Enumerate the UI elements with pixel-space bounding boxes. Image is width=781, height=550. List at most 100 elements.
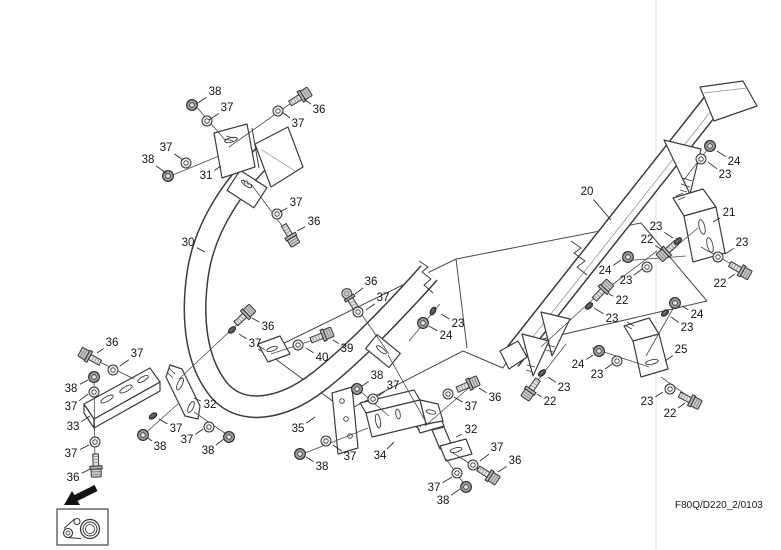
figure-code: F80Q/D220_2/0103 [675,500,763,511]
spacer-washer-icon [428,305,438,317]
callout-leader-line [593,199,612,221]
bolt-icon [76,345,104,369]
part-31-bracket [213,123,260,179]
callout-label: 37 [65,401,78,413]
assembly-axis-line [682,144,712,182]
washer-icon [89,436,101,448]
callout-leader-line [305,456,314,463]
callout-leader-line [303,98,312,105]
callout-label: 39 [341,343,354,355]
callout-label: 38 [209,86,222,98]
callout-leader-line [604,363,613,370]
callout-label: 37 [65,448,78,460]
callout-leader-line [716,150,726,157]
callout-label: 36 [308,216,321,228]
bolt-icon [589,277,616,304]
assembly-axis-line [299,427,369,456]
callout-leader-line [728,273,736,279]
callout-label: 22 [664,408,677,420]
callout-leader-line [586,354,594,360]
callout-leader-line [712,217,721,223]
callout-label: 23 [681,322,694,334]
callout-label: 36 [365,276,378,288]
bolt-icon [89,453,103,478]
callout-leader-line [155,165,167,174]
nut-icon [137,429,149,441]
callout-leader-line [681,305,689,311]
callout-leader-line [724,248,734,255]
part-33-mounting-plate [83,367,161,429]
callout-leader-line [670,316,680,323]
callout-label: 37 [465,401,478,413]
nut-icon [593,345,605,357]
part-25-bracket [623,317,669,378]
callout-label: 20 [581,186,594,198]
callout-label: 38 [316,461,329,473]
callout-label: 21 [723,207,736,219]
nut-icon [351,383,363,395]
part-20-support-bar [499,80,758,377]
callout-label: 38 [202,445,215,457]
callout-label: 37 [131,348,144,360]
callout-leader-line [386,441,395,450]
callout-leader-line [354,287,364,295]
washer-icon [611,355,623,367]
part-30-end-plate [254,126,304,188]
nut-icon [669,297,681,309]
callout-label: 37 [181,434,194,446]
callout-leader-line [147,437,153,442]
callout-label: 37 [221,102,234,114]
callout-leader-line [547,376,557,383]
callout-label: 36 [313,104,326,116]
callout-leader-line [664,232,674,239]
nut-icon [622,251,634,263]
callout-leader-line [158,418,168,425]
part-30-slot-plate [365,333,401,369]
callout-leader-line [453,396,463,403]
part-34-bracket [359,389,444,438]
callout-leader-line [296,226,306,232]
callout-leader-line [194,428,204,435]
callout-leader-line [79,444,90,450]
callout-label: 37 [160,142,173,154]
washer-icon [320,435,332,447]
callout-leader-line [536,393,542,398]
callout-leader-line [281,111,291,119]
callout-label: 33 [67,421,80,433]
washer-icon [107,364,119,376]
callout-label: 38 [154,441,167,453]
callout-label: 24 [691,309,704,321]
callout-label: 23 [558,382,571,394]
callout-label: 23 [641,396,654,408]
callout-leader-line [173,153,184,161]
assembly-axis-line [387,354,428,425]
callout-leader-line [707,161,718,170]
bolt-icon [454,374,482,396]
washer-icon [272,105,284,117]
callout-label: 37 [292,118,305,130]
callout-leader-line [633,268,643,276]
callout-leader-line [238,333,247,340]
spacer-washer-icon [536,367,548,379]
part-30-curved-bar [183,126,438,419]
callout-leader-line [655,245,663,251]
washer-icon [467,459,479,471]
callout-label: 32 [465,424,478,436]
callout-leader-line [377,391,385,397]
nut-icon [294,448,306,460]
callout-leader-line [612,259,622,266]
callout-label: 23 [620,275,633,287]
callout-leader-line [593,307,604,315]
washer-icon [201,115,213,127]
callout-label: 23 [591,369,604,381]
callout-leader-line [195,96,207,105]
callout-label: 35 [292,423,305,435]
washer-icon [451,467,463,479]
callout-leader-line [78,393,89,402]
break-mark [570,240,588,276]
callout-leader-line [214,165,222,171]
callout-label: 22 [714,278,727,290]
part-20-tip [699,80,758,122]
